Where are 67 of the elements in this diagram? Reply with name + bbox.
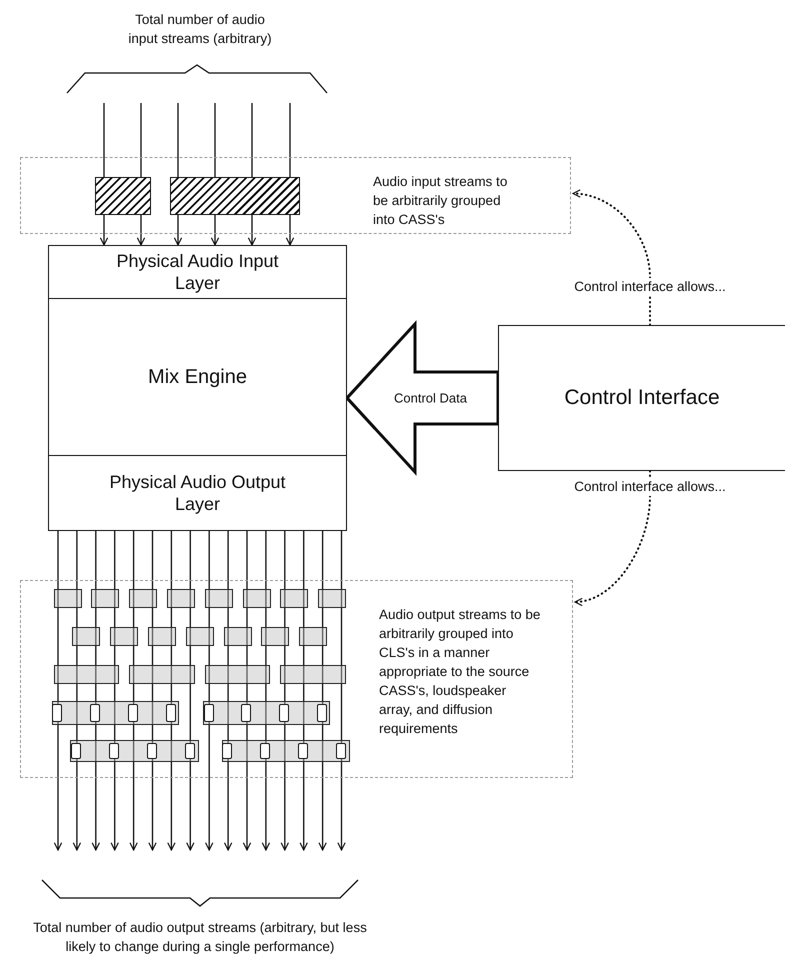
grouping-frame bbox=[20, 580, 573, 778]
layer-box bbox=[48, 455, 347, 531]
arrow bbox=[100, 103, 108, 246]
dotted-arrow bbox=[572, 190, 651, 279]
group-block bbox=[261, 626, 290, 646]
arrow bbox=[72, 531, 82, 851]
group-block bbox=[110, 626, 138, 646]
interface-box bbox=[498, 325, 785, 471]
block-arrow bbox=[346, 320, 500, 476]
group-block bbox=[186, 626, 214, 646]
group-block bbox=[299, 626, 328, 646]
dotted-line bbox=[649, 295, 651, 326]
group-block bbox=[91, 588, 120, 608]
group-block bbox=[318, 588, 346, 608]
arrow bbox=[210, 103, 220, 246]
group-block bbox=[280, 664, 346, 684]
group-block bbox=[222, 740, 350, 762]
group-block bbox=[129, 664, 195, 684]
group-block bbox=[148, 626, 176, 646]
description-text: Audio input streams to be arbitrarily grouped into CASS's bbox=[373, 173, 508, 229]
group-block bbox=[202, 700, 330, 724]
dotted-arrow bbox=[574, 495, 651, 606]
group-block bbox=[52, 700, 179, 724]
arrow bbox=[280, 531, 289, 851]
group-block bbox=[72, 626, 100, 646]
arrow bbox=[174, 103, 182, 246]
layer-box bbox=[48, 245, 347, 299]
edge-label: Control Data bbox=[392, 390, 469, 406]
dotted-line bbox=[649, 470, 651, 479]
arrow bbox=[129, 531, 138, 851]
arrow bbox=[248, 103, 256, 246]
group-block bbox=[280, 588, 308, 608]
group-block bbox=[204, 588, 233, 608]
arrow bbox=[136, 103, 146, 246]
arrow bbox=[148, 531, 157, 851]
arrow bbox=[224, 531, 232, 851]
arrow bbox=[286, 103, 294, 246]
box-label: Control Interface bbox=[564, 384, 720, 411]
arrow bbox=[92, 531, 100, 851]
box-label: Physical Audio Output Layer bbox=[108, 470, 287, 516]
arrow bbox=[54, 531, 62, 851]
group-block bbox=[204, 664, 270, 684]
hatched-block bbox=[170, 176, 300, 214]
arrow bbox=[110, 531, 119, 851]
arrow bbox=[242, 531, 252, 851]
caption-text: Total number of audio input streams (arbitrary) bbox=[127, 11, 273, 48]
description-text: Audio output streams to be arbitrarily grouped into CLS's in a manner appropriate to the source CASS's, loudspeaker array, and diffusion requirements bbox=[379, 606, 541, 738]
arrow bbox=[337, 531, 346, 851]
box-label: Mix Engine bbox=[148, 364, 247, 390]
arrow bbox=[205, 531, 214, 851]
group-block bbox=[242, 588, 270, 608]
arrow bbox=[318, 531, 327, 851]
group-block bbox=[70, 740, 199, 762]
arrow bbox=[186, 531, 194, 851]
box-label: Physical Audio Input Layer bbox=[115, 250, 280, 294]
caption-text: Total number of audio output streams (arbitrary, but less likely to change during a single performance) bbox=[32, 919, 368, 956]
group-block bbox=[224, 626, 252, 646]
layer-box bbox=[48, 298, 347, 456]
group-block bbox=[54, 588, 82, 608]
arrow bbox=[262, 531, 270, 851]
arrow bbox=[300, 531, 308, 851]
grouping-frame bbox=[20, 157, 571, 234]
hatched-block bbox=[94, 176, 150, 214]
group-block bbox=[166, 588, 195, 608]
arrow bbox=[167, 531, 176, 851]
group-block bbox=[129, 588, 158, 608]
group-block bbox=[54, 664, 120, 684]
